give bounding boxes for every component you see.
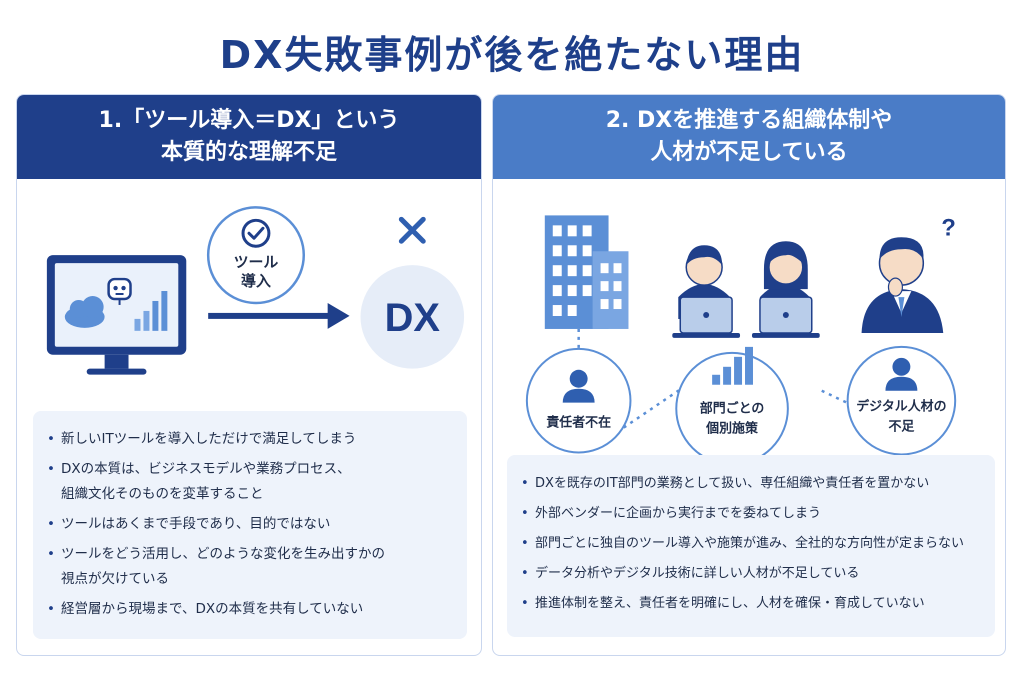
no-leader-circle: 責任者不在: [525, 347, 632, 454]
dx-label: DX: [385, 296, 441, 340]
panel-organization-shortage: 2. DXを推進する組織体制や 人材が不足している: [492, 94, 1006, 656]
list-item: • データ分析やデジタル技術に詳しい人材が不足している: [521, 561, 981, 586]
person-icon: [892, 357, 911, 376]
tool-label-line1: ツール: [234, 253, 279, 271]
list-item: • DXを既存のIT部門の業務として扱い、専任組織や責任者を置かない: [521, 471, 981, 496]
circle3-label-line2: 不足: [888, 420, 914, 435]
panel-header-right: 2. DXを推進する組織体制や 人材が不足している: [493, 95, 1005, 179]
list-item: • 外部ベンダーに企画から実行までを委ねてしまう: [521, 501, 981, 526]
bullet-dot: •: [521, 536, 529, 551]
list-item: • DXの本質は、ビジネスモデルや業務プロセス、組織文化そのものを変革すること: [47, 457, 453, 507]
bullet-text: 視点が欠けている: [61, 571, 169, 587]
bullet-dot: •: [521, 566, 529, 581]
building-icon: [544, 215, 629, 329]
digital-talent-shortage-circle: デジタル人材の 不足: [846, 345, 957, 455]
worker-with-laptop-icon: [672, 245, 741, 338]
bullet-dot: •: [47, 516, 55, 532]
bullet-text: データ分析やデジタル技術に詳しい人材が不足している: [535, 566, 860, 581]
bullet-dot: •: [47, 461, 55, 477]
panel-header-right-line1: 2. DXを推進する組織体制や: [605, 108, 893, 133]
tool-vs-dx-illustration: ツール 導入 DX: [46, 206, 465, 375]
panel-header-left-line1: 1.「ツール導入＝DX」という: [98, 108, 400, 133]
panel-header-left-line2: 本質的な理解不足: [160, 140, 337, 165]
bullet-text: ツールをどう活用し、どのような変化を生み出すかの: [61, 546, 385, 562]
list-item: • ツールをどう活用し、どのような変化を生み出すかの視点が欠けている: [47, 542, 453, 592]
department-silo-circle: 部門ごとの 個別施策: [675, 346, 789, 455]
circle2-label-line2: 個別施策: [705, 421, 758, 437]
list-item: • 経営層から現場まで、DXの本質を共有していない: [47, 597, 453, 622]
panel-tool-misunderstanding: 1.「ツール導入＝DX」という 本質的な理解不足: [16, 94, 482, 656]
bullet-text: 推進体制を整え、責任者を明確にし、人材を確保・育成していない: [535, 596, 925, 611]
worker-with-laptop-icon: [751, 241, 820, 338]
circle2-label-line1: 部門ごとの: [700, 401, 765, 417]
arrow-right-icon: [208, 302, 350, 329]
dx-circle: DX: [360, 265, 465, 369]
robot-icon: [107, 277, 132, 305]
question-mark-icon: ?: [941, 214, 956, 241]
bullet-dot: •: [521, 476, 529, 491]
bullet-text: 新しいITツールを導入しただけで満足してしまう: [61, 431, 357, 447]
list-item: • 部門ごとに独自のツール導入や施策が進み、全社的な方向性が定まらない: [521, 531, 981, 556]
bullet-text: 組織文化そのものを変革すること: [61, 486, 264, 502]
circle3-label-line1: デジタル人材の: [856, 399, 946, 415]
bullet-text: 経営層から現場まで、DXの本質を共有していない: [61, 601, 364, 617]
bullet-dot: •: [521, 506, 529, 521]
bar-chart-icon: [134, 291, 168, 331]
bullet-dot: •: [47, 601, 55, 617]
person-icon: [569, 369, 588, 388]
bullet-dot: •: [47, 431, 55, 447]
cloud-icon: [64, 295, 105, 328]
bullet-text: 部門ごとに独自のツール導入や施策が進み、全社的な方向性が定まらない: [535, 536, 965, 551]
check-icon: [247, 226, 265, 240]
panel-header-left: 1.「ツール導入＝DX」という 本質的な理解不足: [17, 95, 481, 179]
cross-icon: [398, 216, 426, 244]
list-item: • ツールはあくまで手段であり、目的ではない: [47, 512, 453, 537]
bullet-dot: •: [47, 546, 55, 562]
bullet-text: DXを既存のIT部門の業務として扱い、専任組織や責任者を置かない: [535, 476, 930, 491]
right-bullet-list: • DXを既存のIT部門の業務として扱い、専任組織や責任者を置かない • 外部ベ…: [507, 455, 995, 637]
worried-manager-icon: [861, 237, 944, 333]
bullet-text: ツールはあくまで手段であり、目的ではない: [61, 516, 331, 532]
page-title: DX失敗事例が後を絶たない理由: [219, 33, 805, 77]
organization-illustration: ? 責任者不在 部門ごとの 個別施策 デジタル人材の 不: [525, 214, 957, 455]
tool-label-line2: 導入: [241, 272, 271, 290]
left-bullet-list: • 新しいITツールを導入しただけで満足してしまう • DXの本質は、ビジネスモ…: [33, 411, 467, 639]
list-item: • 推進体制を整え、責任者を明確にし、人材を確保・育成していない: [521, 591, 981, 616]
list-item: • 新しいITツールを導入しただけで満足してしまう: [47, 427, 453, 452]
circle1-label: 責任者不在: [546, 415, 611, 431]
tool-introduction-circle: ツール 導入: [206, 206, 306, 305]
bar-chart-icon: [712, 346, 753, 385]
bullet-text: 外部ベンダーに企画から実行までを委ねてしまう: [535, 506, 822, 521]
bullet-dot: •: [521, 596, 529, 611]
panel-header-right-line2: 人材が不足している: [650, 140, 848, 165]
bullet-text: DXの本質は、ビジネスモデルや業務プロセス、: [61, 461, 351, 477]
